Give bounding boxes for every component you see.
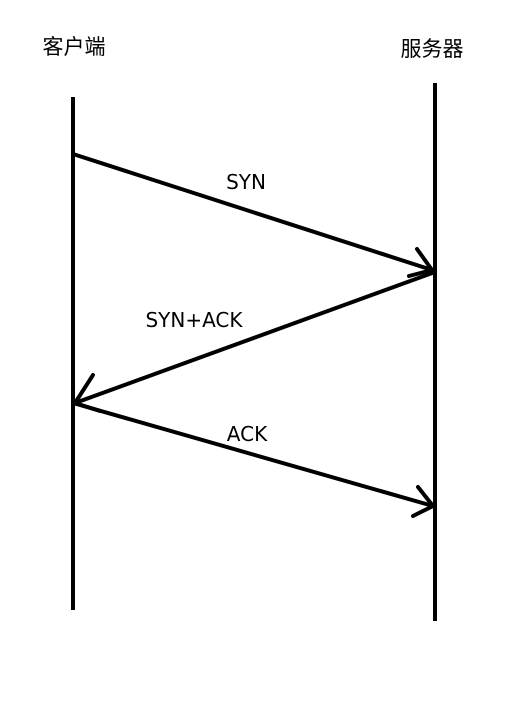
client-label: 客户端 (43, 35, 106, 59)
syn-label: SYN (226, 170, 266, 194)
syn-ack-label: SYN+ACK (145, 308, 243, 332)
syn-arrow (71, 152, 434, 278)
ack-arrow (71, 401, 435, 518)
syn-ack-arrow (73, 270, 437, 413)
ack-label: ACK (227, 422, 268, 446)
server-label: 服务器 (401, 37, 464, 61)
